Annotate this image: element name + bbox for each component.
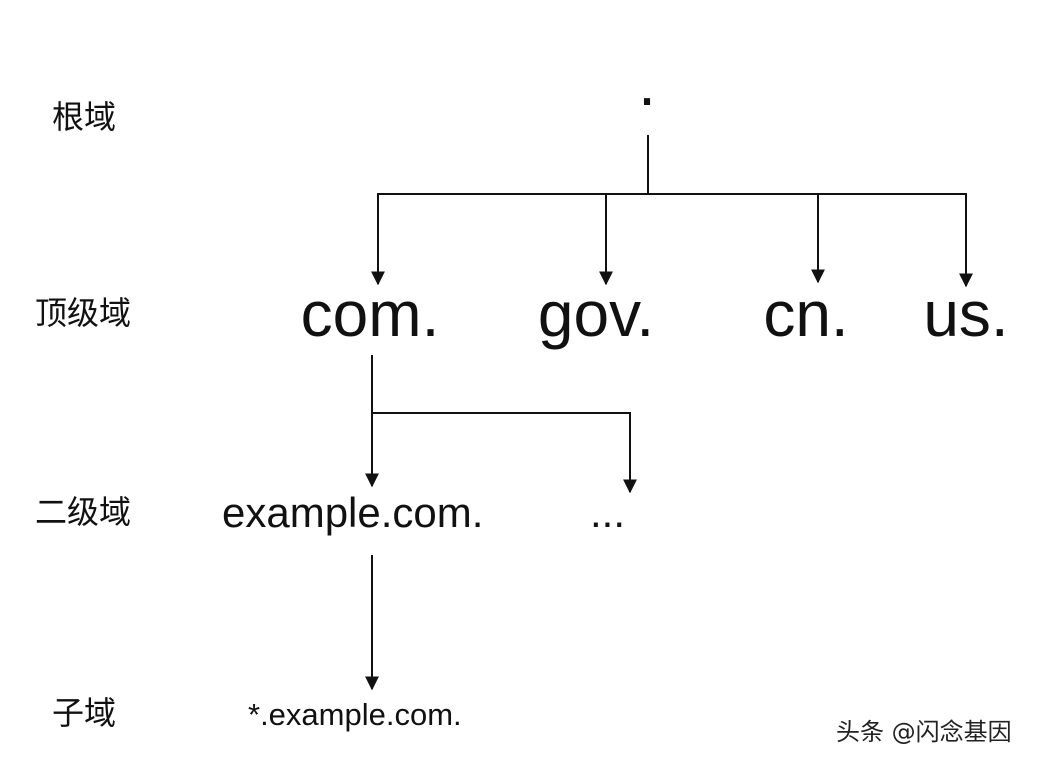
level-label-root: 根域 xyxy=(52,98,116,136)
level-label-sub: 子域 xyxy=(52,694,116,732)
root-node: . xyxy=(638,47,656,119)
tld-node-gov: gov. xyxy=(538,278,654,350)
sld-node-more: ... xyxy=(590,489,625,536)
watermark-text: 头条 @闪念基因 xyxy=(836,718,1012,746)
subdomain-node: *.example.com. xyxy=(248,697,462,732)
tld-node-com: com. xyxy=(301,278,440,350)
level-label-tld: 顶级域 xyxy=(35,294,131,332)
tld-node-cn: cn. xyxy=(763,278,848,350)
sld-node-example: example.com. xyxy=(222,489,483,536)
level-label-sld: 二级域 xyxy=(35,493,131,531)
tld-node-us: us. xyxy=(923,278,1008,350)
